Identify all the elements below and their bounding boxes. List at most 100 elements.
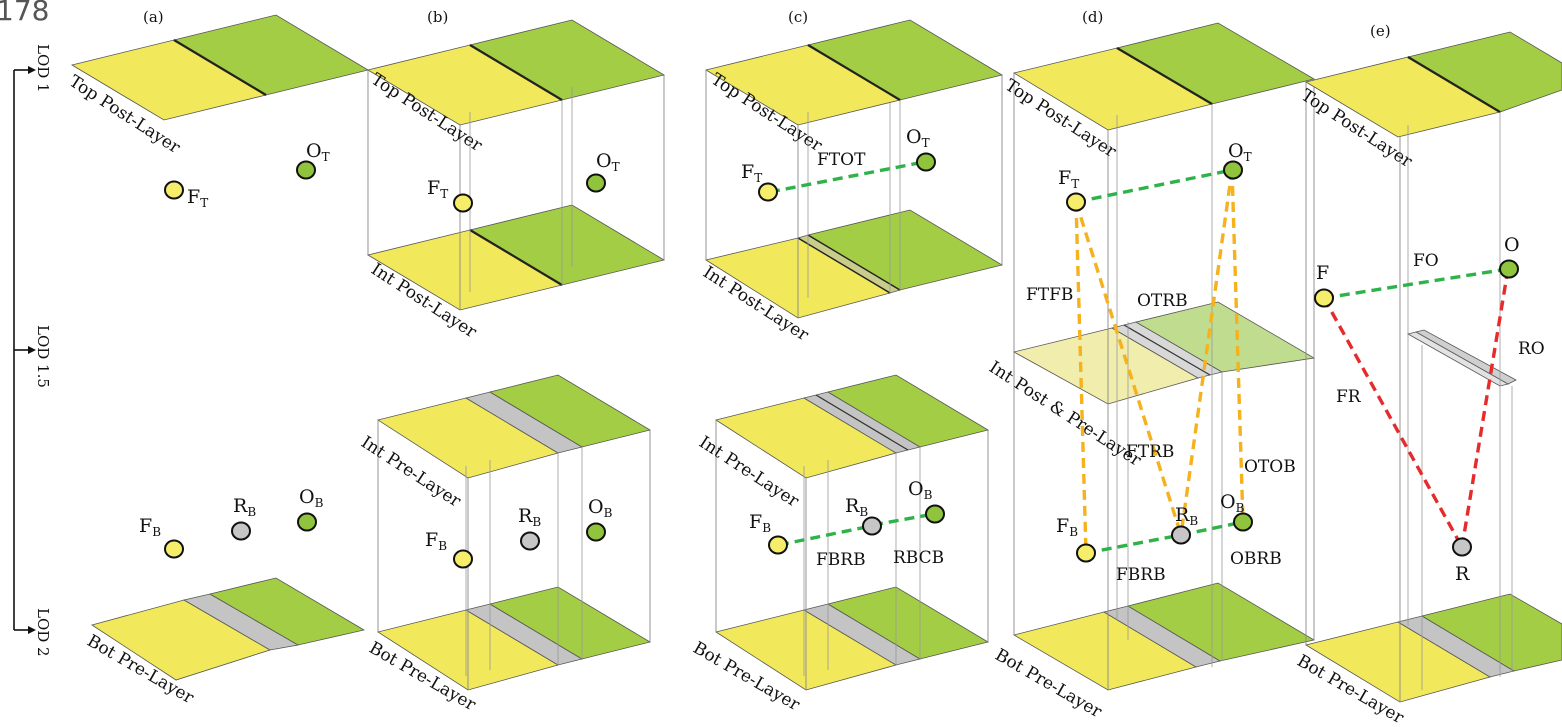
panel-b-top-box [366, 19, 666, 311]
panel-e-ro-label: RO [1518, 339, 1545, 359]
panel-b-node-ob [586, 522, 606, 542]
panel-b-nodes: FT OT FB RB OB [425, 150, 620, 569]
panel-e-edge-ro [1460, 268, 1510, 548]
panel-c-node-ob [925, 504, 945, 524]
lod2-arrowhead [28, 626, 36, 634]
panel-a-node-ob [297, 512, 317, 532]
panel-e-box [1304, 31, 1562, 703]
panel-c: (c) Top Post-Layer Int Post-Layer [690, 8, 1004, 716]
panel-c-edge-rbcb [872, 512, 935, 527]
panel-d-edges [1074, 168, 1245, 555]
panel-d-label: (d) [1082, 8, 1103, 26]
panel-d-ot-text: OT [1228, 140, 1252, 164]
panel-c-nodes: FT OT FB RB OB [741, 126, 945, 555]
panel-d-edge-fbrb [1085, 533, 1182, 555]
panel-d-node-ob [1233, 512, 1253, 532]
panel-d: (d) Top Post-Layer Int Post & Pre-Layer … [985, 8, 1316, 723]
panel-a-top-layer [70, 14, 370, 121]
panel-c-edge-ftot [769, 160, 925, 194]
panel-a-node-rb [231, 521, 251, 541]
panel-a-fb-text: FB [139, 515, 161, 539]
panel-d-fbrb-label: FBRB [1116, 565, 1166, 585]
panel-c-rbcb-label: RBCB [893, 548, 944, 568]
panel-d-edge-ftrb [1074, 201, 1183, 536]
panel-e-edge-fo [1323, 267, 1509, 300]
panel-d-ftfb-label: FTFB [1026, 285, 1073, 305]
panel-b-ot-text: OT [596, 150, 620, 174]
panel-b-ob-text: OB [588, 496, 613, 520]
panel-c-edges [769, 160, 935, 547]
panel-d-fb-text: FB [1056, 515, 1078, 539]
panel-b-node-ot [586, 173, 606, 193]
panel-a-bot-layer [91, 577, 366, 681]
panel-a-label: (a) [143, 8, 164, 26]
panel-d-ftrb-label: FTRB [1126, 442, 1174, 462]
panel-a-ob-text: OB [299, 486, 324, 510]
panel-e-node-f [1314, 288, 1334, 308]
lod2-label: LOD 2 [34, 608, 52, 657]
lod15-arrowhead [28, 346, 36, 354]
panel-b-label: (b) [427, 8, 448, 26]
panel-e: (e) Top Post-Layer Bot Pre-Layer FO FR R [1294, 22, 1562, 727]
panel-a-ft-text: FT [187, 186, 208, 210]
panel-b-ft-text: FT [427, 177, 448, 201]
panel-d-node-ft [1066, 192, 1086, 212]
panel-e-edges [1322, 267, 1510, 548]
panel-d-nodes: FT OT FB RB OB [1056, 140, 1253, 563]
panel-c-ob-text: OB [908, 478, 933, 502]
panel-e-o-text: O [1504, 234, 1520, 256]
panel-d-node-fb [1076, 543, 1096, 563]
panel-c-top-box [704, 19, 1004, 319]
panel-d-box [1012, 22, 1316, 691]
panel-c-node-ft [758, 182, 778, 202]
panel-a-ot-text: OT [306, 140, 330, 164]
lod1-arrowhead [28, 66, 36, 74]
lod-axis: LOD 1 LOD 1.5 LOD 2 [13, 44, 52, 657]
panel-c-edge-fbrb [778, 524, 872, 547]
panel-c-fbrb-label: FBRB [816, 550, 866, 570]
panel-a-node-fb [164, 539, 184, 559]
panel-b-rb-text: RB [518, 505, 541, 529]
panel-a: (a) Top Post-Layer Bot Pre-Layer FT OT F… [65, 8, 370, 709]
panel-c-node-fb [768, 535, 788, 555]
panel-e-label: (e) [1370, 22, 1391, 40]
panel-c-rb-text: RB [845, 495, 868, 519]
panel-d-otrb-label: OTRB [1137, 291, 1188, 311]
panel-e-fr-label: FR [1336, 387, 1362, 407]
panel-d-node-rb [1171, 525, 1191, 545]
panel-d-edge-ftfb [1074, 201, 1088, 554]
panel-b: (b) Top Post-Layer Int Post-Layer [357, 8, 666, 716]
panel-a-nodes: FT OT FB RB OB [139, 140, 330, 559]
panel-e-node-o [1499, 259, 1519, 279]
panel-d-otob-label: OTOB [1244, 457, 1296, 477]
panel-a-node-ft [164, 180, 184, 200]
panel-b-node-fb [453, 549, 473, 569]
panel-c-node-ot [916, 152, 936, 172]
panel-d-ob-text: OB [1220, 491, 1245, 515]
panel-d-node-ot [1223, 160, 1243, 180]
panel-e-r-text: R [1455, 563, 1470, 585]
panel-c-label: (c) [788, 8, 808, 26]
panel-a-node-ot [296, 160, 316, 180]
panel-c-bottom-box [715, 374, 990, 691]
page-number: 178 [0, 0, 49, 27]
panel-c-ftot-label: FTOT [817, 150, 866, 170]
panel-d-edge-otob [1230, 169, 1245, 523]
panel-d-edge-otrb [1179, 169, 1234, 536]
panel-c-fb-text: FB [749, 511, 771, 535]
lod15-label: LOD 1.5 [34, 325, 52, 388]
panel-e-f-text: F [1316, 262, 1329, 284]
panel-d-edge-ftot [1075, 168, 1233, 204]
panel-a-rb-text: RB [233, 495, 256, 519]
lod1-label: LOD 1 [34, 44, 52, 93]
panel-e-nodes: F O R [1314, 234, 1520, 585]
panel-e-edge-fr [1322, 297, 1464, 548]
panel-d-obrb-label: OBRB [1230, 549, 1282, 569]
panel-b-bottom-box [377, 374, 652, 691]
panel-d-ft-text: FT [1058, 167, 1079, 191]
panel-e-node-r [1452, 537, 1472, 557]
panel-b-node-rb [520, 531, 540, 551]
panel-c-node-rb [862, 516, 882, 536]
